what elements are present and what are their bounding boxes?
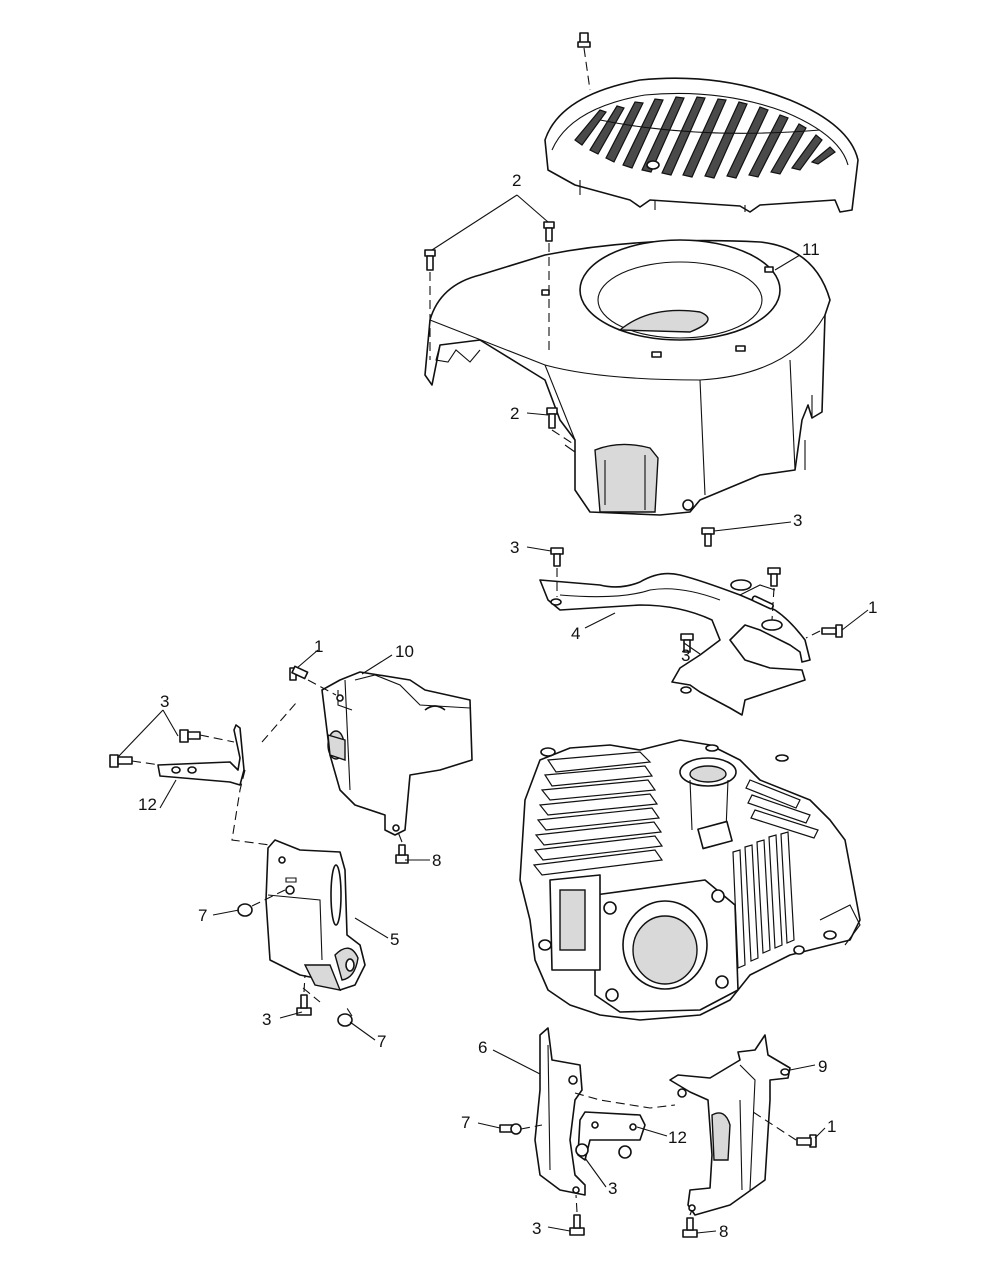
engine-crankcase — [519, 739, 861, 1021]
screw-3-d — [680, 633, 694, 653]
screw-7-lower — [499, 1123, 543, 1135]
callout-6: 6 — [478, 1038, 487, 1057]
callout-3: 3 — [262, 1010, 271, 1029]
leader-lines — [117, 194, 869, 1234]
callout-3: 3 — [793, 511, 802, 530]
screw-2-left — [424, 249, 436, 360]
callout-2: 2 — [510, 404, 519, 423]
lower-shield-left — [534, 1027, 676, 1196]
callout-3: 3 — [681, 646, 690, 665]
screw-3-b — [701, 527, 715, 547]
screw-1-bracket — [805, 624, 843, 639]
screw-1-lower-right — [749, 1109, 817, 1148]
callout-3: 3 — [532, 1219, 541, 1238]
callout-3: 3 — [608, 1179, 617, 1198]
callout-8: 8 — [432, 851, 441, 870]
lower-bracket-12 — [577, 1111, 646, 1161]
cylinder-shield-upper — [321, 671, 473, 836]
callout-3: 3 — [160, 692, 169, 711]
screw-1-shield — [289, 665, 337, 696]
screw-3-lower-left — [296, 974, 312, 1016]
screw-8-upper — [395, 831, 409, 864]
nuts-3-lower — [575, 1143, 632, 1159]
callout-12: 12 — [138, 795, 157, 814]
callout-4: 4 — [571, 624, 580, 643]
callout-7: 7 — [461, 1113, 470, 1132]
screw-2-middle — [543, 221, 555, 355]
callout-10: 10 — [395, 642, 414, 661]
screw-3-bottom — [569, 1194, 585, 1236]
cylinder-shield-lower — [265, 839, 366, 1003]
top-screw — [577, 32, 591, 91]
blower-housing — [424, 239, 831, 516]
head-fins — [732, 779, 819, 969]
callout-5: 5 — [390, 930, 399, 949]
screw-2-lower — [546, 407, 576, 446]
callout-labels: 2 11 2 3 3 1 4 3 1 10 3 12 8 7 5 3 7 6 9… — [138, 171, 877, 1241]
callout-11: 11 — [802, 240, 820, 259]
screw-8-lower — [682, 1209, 698, 1238]
screw-7-lower-left — [337, 1004, 353, 1027]
screen-fins — [574, 96, 836, 179]
callout-2: 2 — [512, 171, 521, 190]
callout-1: 1 — [868, 598, 877, 617]
screw-3-left-b — [109, 754, 161, 768]
shroud-bracket — [539, 572, 811, 716]
screw-3-left-a — [179, 729, 235, 743]
callout-12: 12 — [668, 1128, 687, 1147]
callout-1: 1 — [314, 637, 323, 656]
screw-3-c — [767, 567, 781, 621]
rotating-screen — [544, 77, 859, 213]
callout-1: 1 — [827, 1117, 836, 1136]
callout-8: 8 — [719, 1222, 728, 1241]
callout-7: 7 — [377, 1032, 386, 1051]
left-mount-bracket — [157, 702, 297, 846]
callout-9: 9 — [818, 1057, 827, 1076]
cylinder-fins — [532, 751, 664, 876]
callout-3: 3 — [510, 538, 519, 557]
callout-7: 7 — [198, 906, 207, 925]
